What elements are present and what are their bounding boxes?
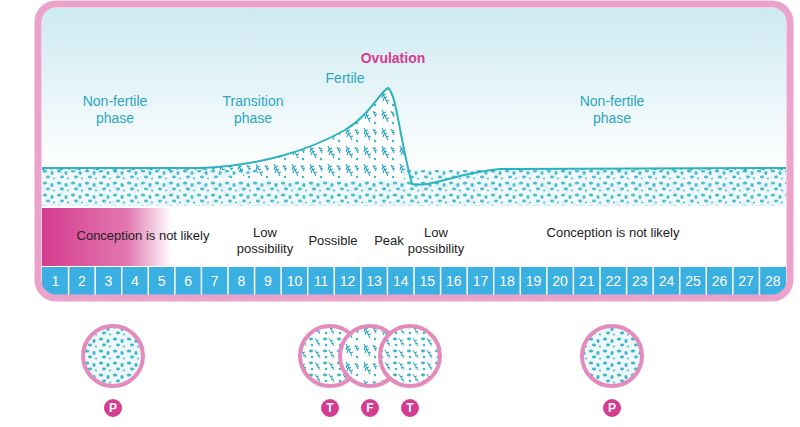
- day-number: 27: [733, 268, 760, 295]
- day-number: 24: [653, 268, 680, 295]
- phase-label: Non-fertile phase: [567, 93, 657, 127]
- likelihood-label: Low possibility: [399, 225, 473, 257]
- day-number: 12: [334, 268, 361, 295]
- day-number: 2: [69, 268, 96, 295]
- likelihood-label: Peak: [369, 233, 409, 249]
- likelihood-label: Low possibility: [228, 225, 302, 257]
- day-number: 6: [175, 268, 202, 295]
- event-label: Ovulation: [348, 50, 438, 66]
- badge-letter: P: [608, 402, 616, 414]
- sample-badge: T: [319, 397, 341, 419]
- sample-badge: P: [102, 397, 124, 419]
- day-number: 3: [95, 268, 122, 295]
- day-number: 26: [706, 268, 733, 295]
- day-number: 22: [600, 268, 627, 295]
- day-number: 1: [42, 268, 69, 295]
- day-number: 17: [467, 268, 494, 295]
- phase-label: Fertile: [310, 70, 380, 87]
- day-number: 21: [573, 268, 600, 295]
- likelihood-label: Possible: [301, 233, 365, 249]
- likelihood-label: Conception is not likely: [528, 225, 698, 241]
- day-number: 8: [228, 268, 255, 295]
- badge-letter: F: [366, 402, 373, 414]
- day-number: 4: [122, 268, 149, 295]
- day-number: 25: [680, 268, 707, 295]
- sample-badge: T: [399, 397, 421, 419]
- phase-label: Transition phase: [208, 93, 298, 127]
- day-number: 19: [520, 268, 547, 295]
- phase-label: Non-fertile phase: [70, 93, 160, 127]
- day-number: 23: [627, 268, 654, 295]
- day-number: 15: [414, 268, 441, 295]
- sample-badge: P: [601, 397, 623, 419]
- day-number: 20: [547, 268, 574, 295]
- badge-letter: P: [109, 402, 117, 414]
- likelihood-label: Conception is not likely: [58, 228, 228, 244]
- day-number: 11: [308, 268, 335, 295]
- sample-badge: F: [359, 397, 381, 419]
- day-number: 5: [148, 268, 175, 295]
- day-number: 28: [759, 268, 786, 295]
- day-number: 18: [494, 268, 521, 295]
- day-number: 16: [441, 268, 468, 295]
- day-number: 9: [255, 268, 282, 295]
- badge-letter: T: [326, 402, 333, 414]
- day-number: 13: [361, 268, 388, 295]
- day-number: 14: [387, 268, 414, 295]
- badge-letter: T: [406, 402, 413, 414]
- day-number: 10: [281, 268, 308, 295]
- day-number: 7: [201, 268, 228, 295]
